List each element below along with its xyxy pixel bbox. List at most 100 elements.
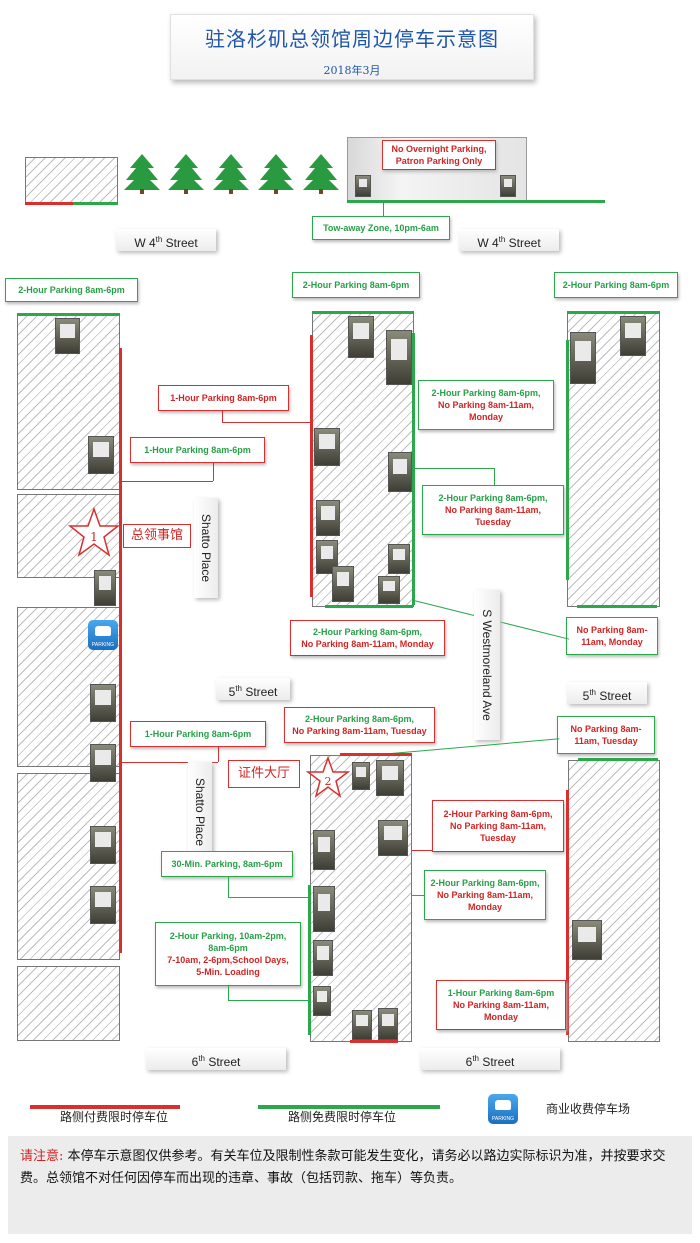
building-left-4: [17, 966, 120, 1041]
street-westmoreland: S Westmoreland Ave: [474, 590, 500, 740]
leader-line: [228, 897, 310, 898]
sign-photo: [314, 428, 340, 466]
label-no-overnight: No Overnight Parking, Patron Parking Onl…: [382, 140, 496, 170]
sign-photo: [352, 1010, 372, 1040]
leader-line: [414, 468, 494, 469]
sign-photo: [500, 175, 516, 197]
label-2hour-tue-a: 2-Hour Parking 8am-6pm, No Parking 8am-1…: [422, 485, 564, 535]
sign-photo: [572, 920, 602, 960]
sign-photo: [378, 576, 400, 604]
street-6th-left: 6th Street: [146, 1048, 286, 1070]
curb-free-mid-upper-top: [312, 311, 414, 314]
curb-free-top-right: [347, 200, 605, 203]
label-1hour-a: 1-Hour Parking 8am-6pm: [130, 437, 265, 463]
sign-photo: [316, 500, 340, 536]
notice-body: 本停车示意图仅供参考。有关车位及限制性条款可能发生变化，请务必以路边实际标识为准…: [20, 1149, 666, 1186]
visa-hall-label: 证件大厅: [228, 760, 300, 788]
curb-free-right-upper-left: [566, 340, 569, 580]
leader-line: [383, 200, 384, 216]
curb-paid-top-left: [25, 202, 73, 205]
label-2hour-mon-a: 2-Hour Parking 8am-6pm, No Parking 8am-1…: [418, 380, 554, 430]
legend-green-line: [258, 1105, 440, 1109]
notice-heading: 请注意:: [20, 1149, 64, 1164]
sign-photo: [90, 886, 116, 924]
leader-line: [222, 422, 312, 423]
sign-photo: [316, 540, 338, 574]
svg-text:2: 2: [325, 775, 332, 788]
sign-photo: [94, 570, 116, 606]
curb-paid-right-lower: [566, 790, 569, 1035]
sign-photo: [376, 760, 404, 796]
curb-free-top-left: [73, 202, 118, 205]
leader-line: [120, 481, 213, 482]
building-left-3: [17, 773, 120, 960]
tree-icon: [168, 154, 204, 194]
leader-line: [228, 877, 229, 897]
label-2hour-top-left: 2-Hour Parking 8am-6pm: [5, 278, 138, 302]
tree-icon: [124, 154, 160, 194]
building-right-lower: [568, 760, 660, 1042]
sign-photo: [355, 175, 371, 197]
curb-free-mid-lower-left: [308, 885, 311, 1035]
sign-photo: [90, 744, 116, 782]
leader-line: [222, 411, 223, 422]
sign-photo: [313, 886, 335, 932]
label-2hour-mon-b: 2-Hour Parking 8am-6pm, No Parking 8am-1…: [290, 620, 445, 656]
leader-line: [213, 463, 214, 481]
map-date: 2018年3月: [323, 64, 381, 77]
label-2hour-mon-d: 2-Hour Parking 8am-6pm, No Parking 8am-1…: [424, 870, 546, 920]
leader-line: [120, 762, 218, 763]
tree-icon: [303, 154, 339, 194]
leader-line: [412, 850, 432, 851]
street-w4th-left: W 4th Street: [116, 229, 216, 251]
curb-free-mid-upper-bottom: [325, 605, 413, 608]
label-1hour-b: 1-Hour Parking 8am-6pm: [158, 385, 289, 411]
leader-line: [218, 747, 219, 762]
leader-line: [228, 986, 229, 1000]
svg-text:1: 1: [90, 530, 98, 544]
sign-photo: [313, 986, 331, 1016]
label-2hour-top-right: 2-Hour Parking 8am-6pm: [554, 272, 678, 298]
street-5th-right: 5th Street: [567, 682, 647, 704]
sign-photo: [570, 332, 596, 384]
sign-photo: [55, 318, 80, 354]
parking-garage-icon: PARKING: [88, 620, 118, 650]
sign-photo: [378, 1008, 398, 1040]
leader-line: [412, 895, 424, 896]
label-30min: 30-Min. Parking, 8am-6pm: [161, 851, 293, 877]
curb-free-left-top: [17, 313, 120, 316]
label-no-parking-mon-c: No Parking 8am- 11am, Monday: [566, 617, 658, 655]
street-6th-right: 6th Street: [420, 1048, 560, 1070]
label-tow-away: Tow-away Zone, 10pm-6am: [312, 216, 450, 240]
street-shatto-lower: Shatto Place: [188, 762, 212, 862]
sign-photo: [388, 544, 410, 574]
label-2hour-tue-d: 2-Hour Parking 8am-6pm, No Parking 8am-1…: [432, 800, 564, 852]
title-box: 驻洛杉矶总领馆周边停车示意图 2018年3月: [170, 14, 534, 80]
leader-line: [494, 468, 495, 485]
legend-red-line: [30, 1105, 180, 1109]
consulate-label: 总领事馆: [123, 524, 191, 548]
curb-paid-left: [119, 348, 122, 953]
sign-photo: [332, 566, 354, 602]
curb-free-right-upper-bottom: [577, 605, 657, 608]
sign-photo: [88, 436, 114, 474]
sign-photo: [386, 330, 412, 385]
legend-commercial-text: 商业收费停车场: [546, 1102, 631, 1116]
curb-free-right-upper-top: [567, 311, 660, 314]
label-1hour-c: 1-Hour Parking 8am-6pm: [130, 721, 266, 747]
sign-photo: [620, 316, 646, 356]
label-2hour-tue-b: 2-Hour Parking 8am-6pm, No Parking 8am-1…: [284, 707, 435, 743]
star-marker-2: 2: [306, 756, 350, 798]
sign-photo: [90, 684, 116, 722]
curb-free-mid-upper-right: [412, 333, 415, 605]
legend-green-text: 路侧免费限时停车位: [288, 1110, 397, 1124]
label-1hour-mon-e: 1-Hour Parking 8am-6pm No Parking 8am-11…: [436, 980, 566, 1030]
sign-photo: [313, 940, 333, 976]
curb-free-right-lower-top: [578, 758, 658, 761]
curb-paid-mid-lower-bottom: [350, 1040, 398, 1043]
curb-paid-mid-lower-top: [340, 753, 412, 756]
sign-photo: [313, 830, 335, 870]
star-marker-1: 1: [68, 507, 120, 557]
label-2hour-top-mid: 2-Hour Parking 8am-6pm: [292, 272, 420, 298]
label-school: 2-Hour Parking, 10am-2pm, 8am-6pm 7-10am…: [155, 922, 301, 986]
